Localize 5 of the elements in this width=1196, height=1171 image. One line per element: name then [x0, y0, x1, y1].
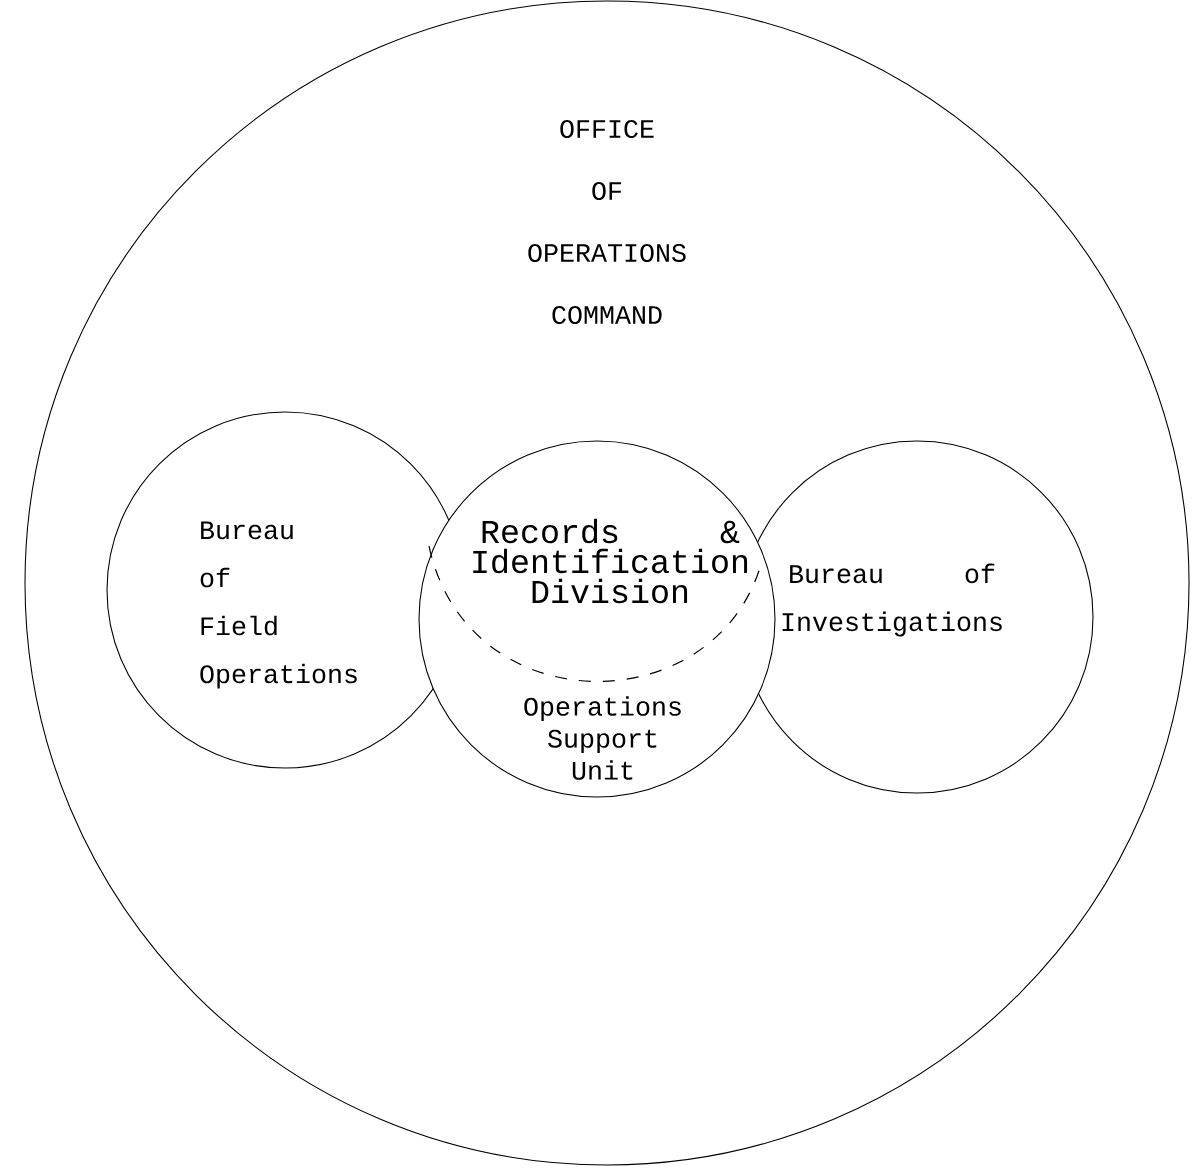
label-text: OFFICE OF OPERATIONS COMMAND	[528, 119, 686, 325]
label-text: Operations Support Unit	[524, 696, 681, 780]
label-text: Bureau of Investigations	[782, 563, 1002, 637]
label-text: Bureau of Field Operations	[200, 521, 357, 689]
label-text: Records & Identification Division	[473, 518, 748, 604]
